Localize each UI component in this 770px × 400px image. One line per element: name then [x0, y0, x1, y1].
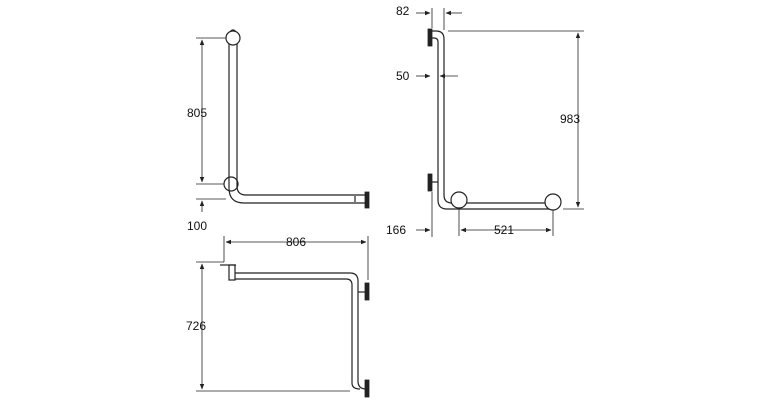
end-wall-plate	[364, 191, 370, 209]
dimension-label-983: 983	[560, 112, 580, 126]
view-front-l-bar: 805 100	[187, 29, 370, 233]
view-plan-l-bar: 806 726	[186, 235, 370, 398]
left-wall-flange	[228, 264, 236, 281]
corner-mount-flange	[223, 176, 239, 192]
top-mount-flange	[225, 30, 241, 46]
dimension-label-805: 805	[187, 106, 207, 120]
dimension-label-521: 521	[494, 223, 514, 237]
bottom-wall-plate	[364, 379, 370, 398]
left-floor-flange	[450, 191, 468, 209]
grab-bar-tube-side	[432, 30, 548, 204]
dimension-label-806: 806	[286, 235, 306, 249]
side-wall-plate	[364, 282, 370, 301]
dimension-label-726: 726	[186, 319, 206, 333]
top-wall-plate	[427, 28, 433, 47]
dimension-label-82: 82	[396, 4, 410, 18]
middle-wall-plate	[427, 173, 433, 192]
grab-bar-tube-plan	[232, 272, 367, 390]
dimension-label-50: 50	[396, 69, 410, 83]
dimension-label-166: 166	[386, 223, 406, 237]
right-floor-flange	[544, 193, 562, 211]
view-side-l-bar: 82 50 983 166 521	[386, 4, 584, 237]
grab-bar-tube	[228, 40, 365, 204]
dimension-label-100: 100	[187, 219, 207, 233]
